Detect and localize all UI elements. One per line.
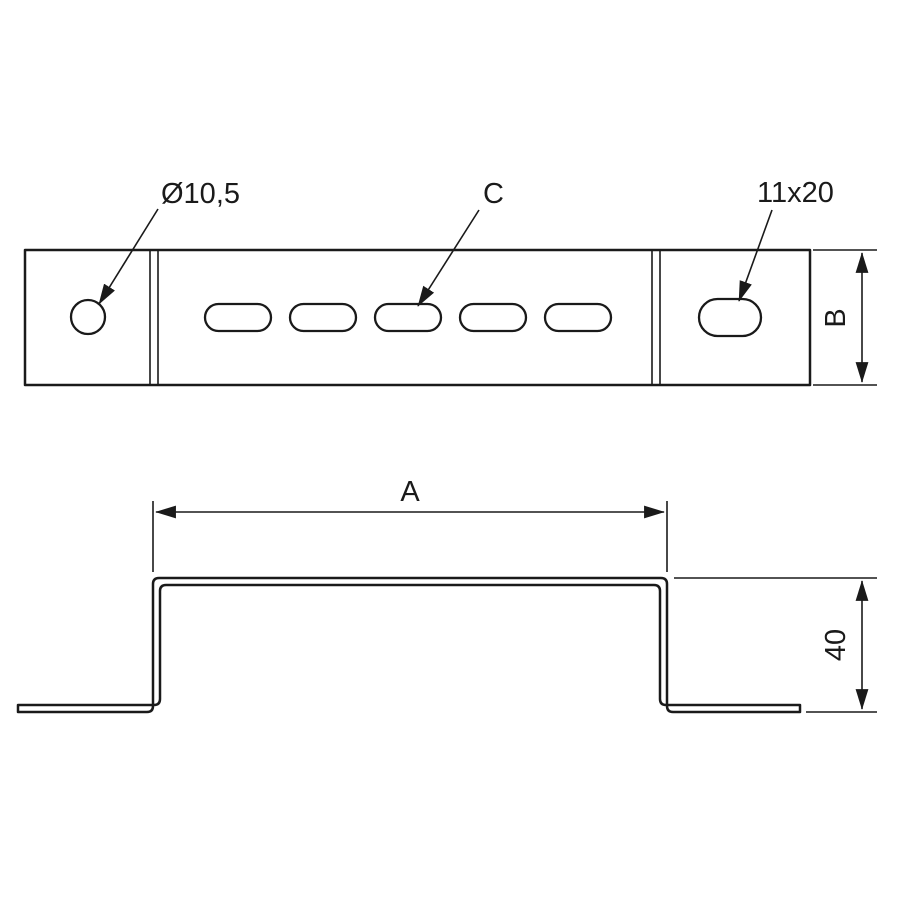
hole-diameter-callout: Ø10,5 [98, 178, 240, 305]
slot-hole-2 [288, 302, 358, 333]
hat-profile-outline [16, 576, 802, 714]
slot-hole-5 [543, 302, 613, 333]
oblong-callout: 11x20 [738, 177, 834, 302]
round-hole [69, 298, 107, 336]
slot-leader-line [417, 209, 480, 307]
slot-hole-1 [203, 302, 273, 333]
dimension-40: 40 [674, 577, 877, 713]
dimension-40-label: 40 [820, 629, 852, 661]
hole-diameter-label: Ø10,5 [161, 178, 240, 210]
profile-view: A 40 [16, 476, 877, 714]
slot-label: C [483, 178, 504, 210]
hole-diameter-leader-line [98, 208, 159, 305]
slot-hole-4 [458, 302, 528, 333]
dimension-b-label: B [820, 308, 852, 327]
dimension-a-label: A [400, 476, 420, 508]
oblong-label: 11x20 [757, 177, 834, 209]
top-view: Ø10,5 C 11x20 B [23, 177, 877, 387]
oblong-leader-line [738, 209, 773, 302]
slot-callout: C [417, 178, 504, 307]
dimension-b: B [813, 249, 877, 386]
oblong-hole [697, 297, 763, 338]
dimension-a: A [152, 476, 668, 572]
slot-hole-3 [373, 302, 443, 333]
